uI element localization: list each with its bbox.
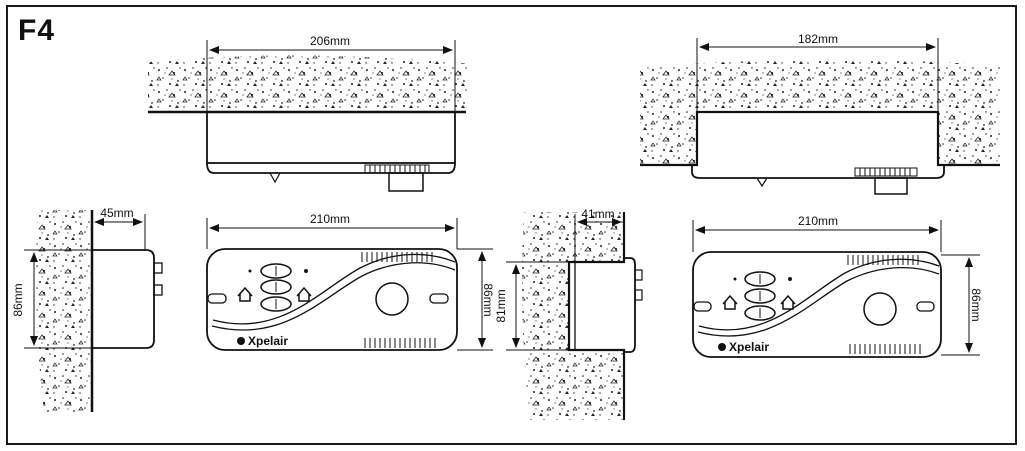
dimension-label: 182mm	[798, 32, 838, 46]
vent-slots-top	[361, 252, 433, 262]
brand-logo: Xpelair	[248, 334, 288, 348]
front-view-right: Xpelair 210mm 86mm	[692, 214, 983, 358]
brand-logo-icon	[718, 343, 726, 351]
dimension-label: 86mm	[969, 288, 983, 321]
fixing-slot	[429, 293, 449, 304]
dimension-label: 206mm	[310, 34, 350, 48]
fan-hub	[375, 282, 409, 316]
spigot	[388, 172, 424, 192]
front-view-left: Xpelair 210mm 86mm	[206, 212, 495, 351]
dimension-label: 45mm	[100, 206, 133, 220]
ceiling-plaster	[148, 55, 470, 112]
vent-slots-bottom	[849, 344, 921, 354]
unit-front	[206, 248, 458, 351]
fixing-slot	[916, 301, 935, 312]
fan-hub	[863, 292, 897, 326]
swoosh	[212, 253, 456, 325]
figure-label: F4	[18, 14, 56, 47]
vent-grille	[364, 164, 430, 174]
unit-side-profile	[624, 257, 636, 353]
control-buttons	[733, 271, 792, 321]
dimension-label: 86mm	[11, 283, 25, 316]
house-icon	[237, 286, 253, 302]
spigot	[874, 177, 908, 195]
figure-frame	[6, 5, 1017, 445]
side-view-recessed: 41mm 81mm	[494, 207, 643, 420]
vent-slots-top	[847, 255, 919, 265]
brand-logo: Xpelair	[729, 340, 769, 354]
fixing-slot	[207, 293, 227, 304]
dimension-label: 86mm	[481, 283, 495, 316]
side-view-surface-mount: 45mm 86mm	[11, 206, 163, 412]
dimension-label: 41mm	[581, 207, 614, 221]
unit-front	[692, 251, 942, 358]
dimension-label: 81mm	[494, 289, 508, 322]
swoosh	[698, 258, 940, 331]
house-icon	[296, 286, 312, 302]
vent-slots-bottom	[364, 338, 436, 348]
dimension-label: 210mm	[310, 212, 350, 226]
brand-logo-icon	[237, 337, 245, 345]
unit-side-profile	[92, 249, 155, 349]
dimension-label: 210mm	[798, 214, 838, 228]
wall-plaster	[36, 210, 92, 412]
unit-body-top	[206, 111, 456, 164]
top-view-recessed: 182mm	[640, 32, 1000, 195]
fixing-slot	[693, 301, 712, 312]
house-icon	[722, 294, 738, 310]
control-buttons	[248, 263, 308, 312]
vent-grille	[854, 167, 918, 177]
top-view-surface-mount: 206mm	[148, 34, 470, 192]
ceiling-plaster	[640, 59, 1000, 165]
house-icon	[780, 294, 796, 310]
